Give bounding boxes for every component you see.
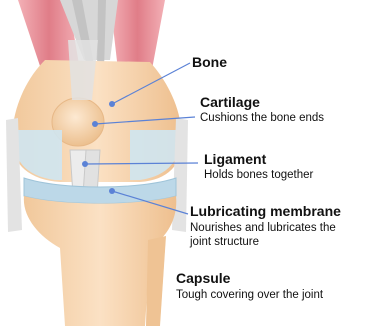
label-capsule-desc: Tough covering over the joint xyxy=(176,288,323,302)
label-membrane-desc-line1: Nourishes and lubricates the xyxy=(190,221,336,235)
dot-ligament xyxy=(82,161,88,167)
label-membrane-title: Lubricating membrane xyxy=(190,203,341,219)
label-ligament-title: Ligament xyxy=(204,151,266,167)
dot-bone xyxy=(109,101,115,107)
dot-cartilage xyxy=(92,121,98,127)
dot-membrane xyxy=(109,188,115,194)
label-membrane-desc-line2: joint structure xyxy=(190,235,259,249)
label-capsule-title: Capsule xyxy=(176,270,230,286)
fibula-bone xyxy=(146,236,166,326)
label-cartilage-desc: Cushions the bone ends xyxy=(200,111,324,125)
label-cartilage-title: Cartilage xyxy=(200,94,260,110)
label-bone-title: Bone xyxy=(192,54,227,70)
label-ligament-desc: Holds bones together xyxy=(204,168,313,182)
